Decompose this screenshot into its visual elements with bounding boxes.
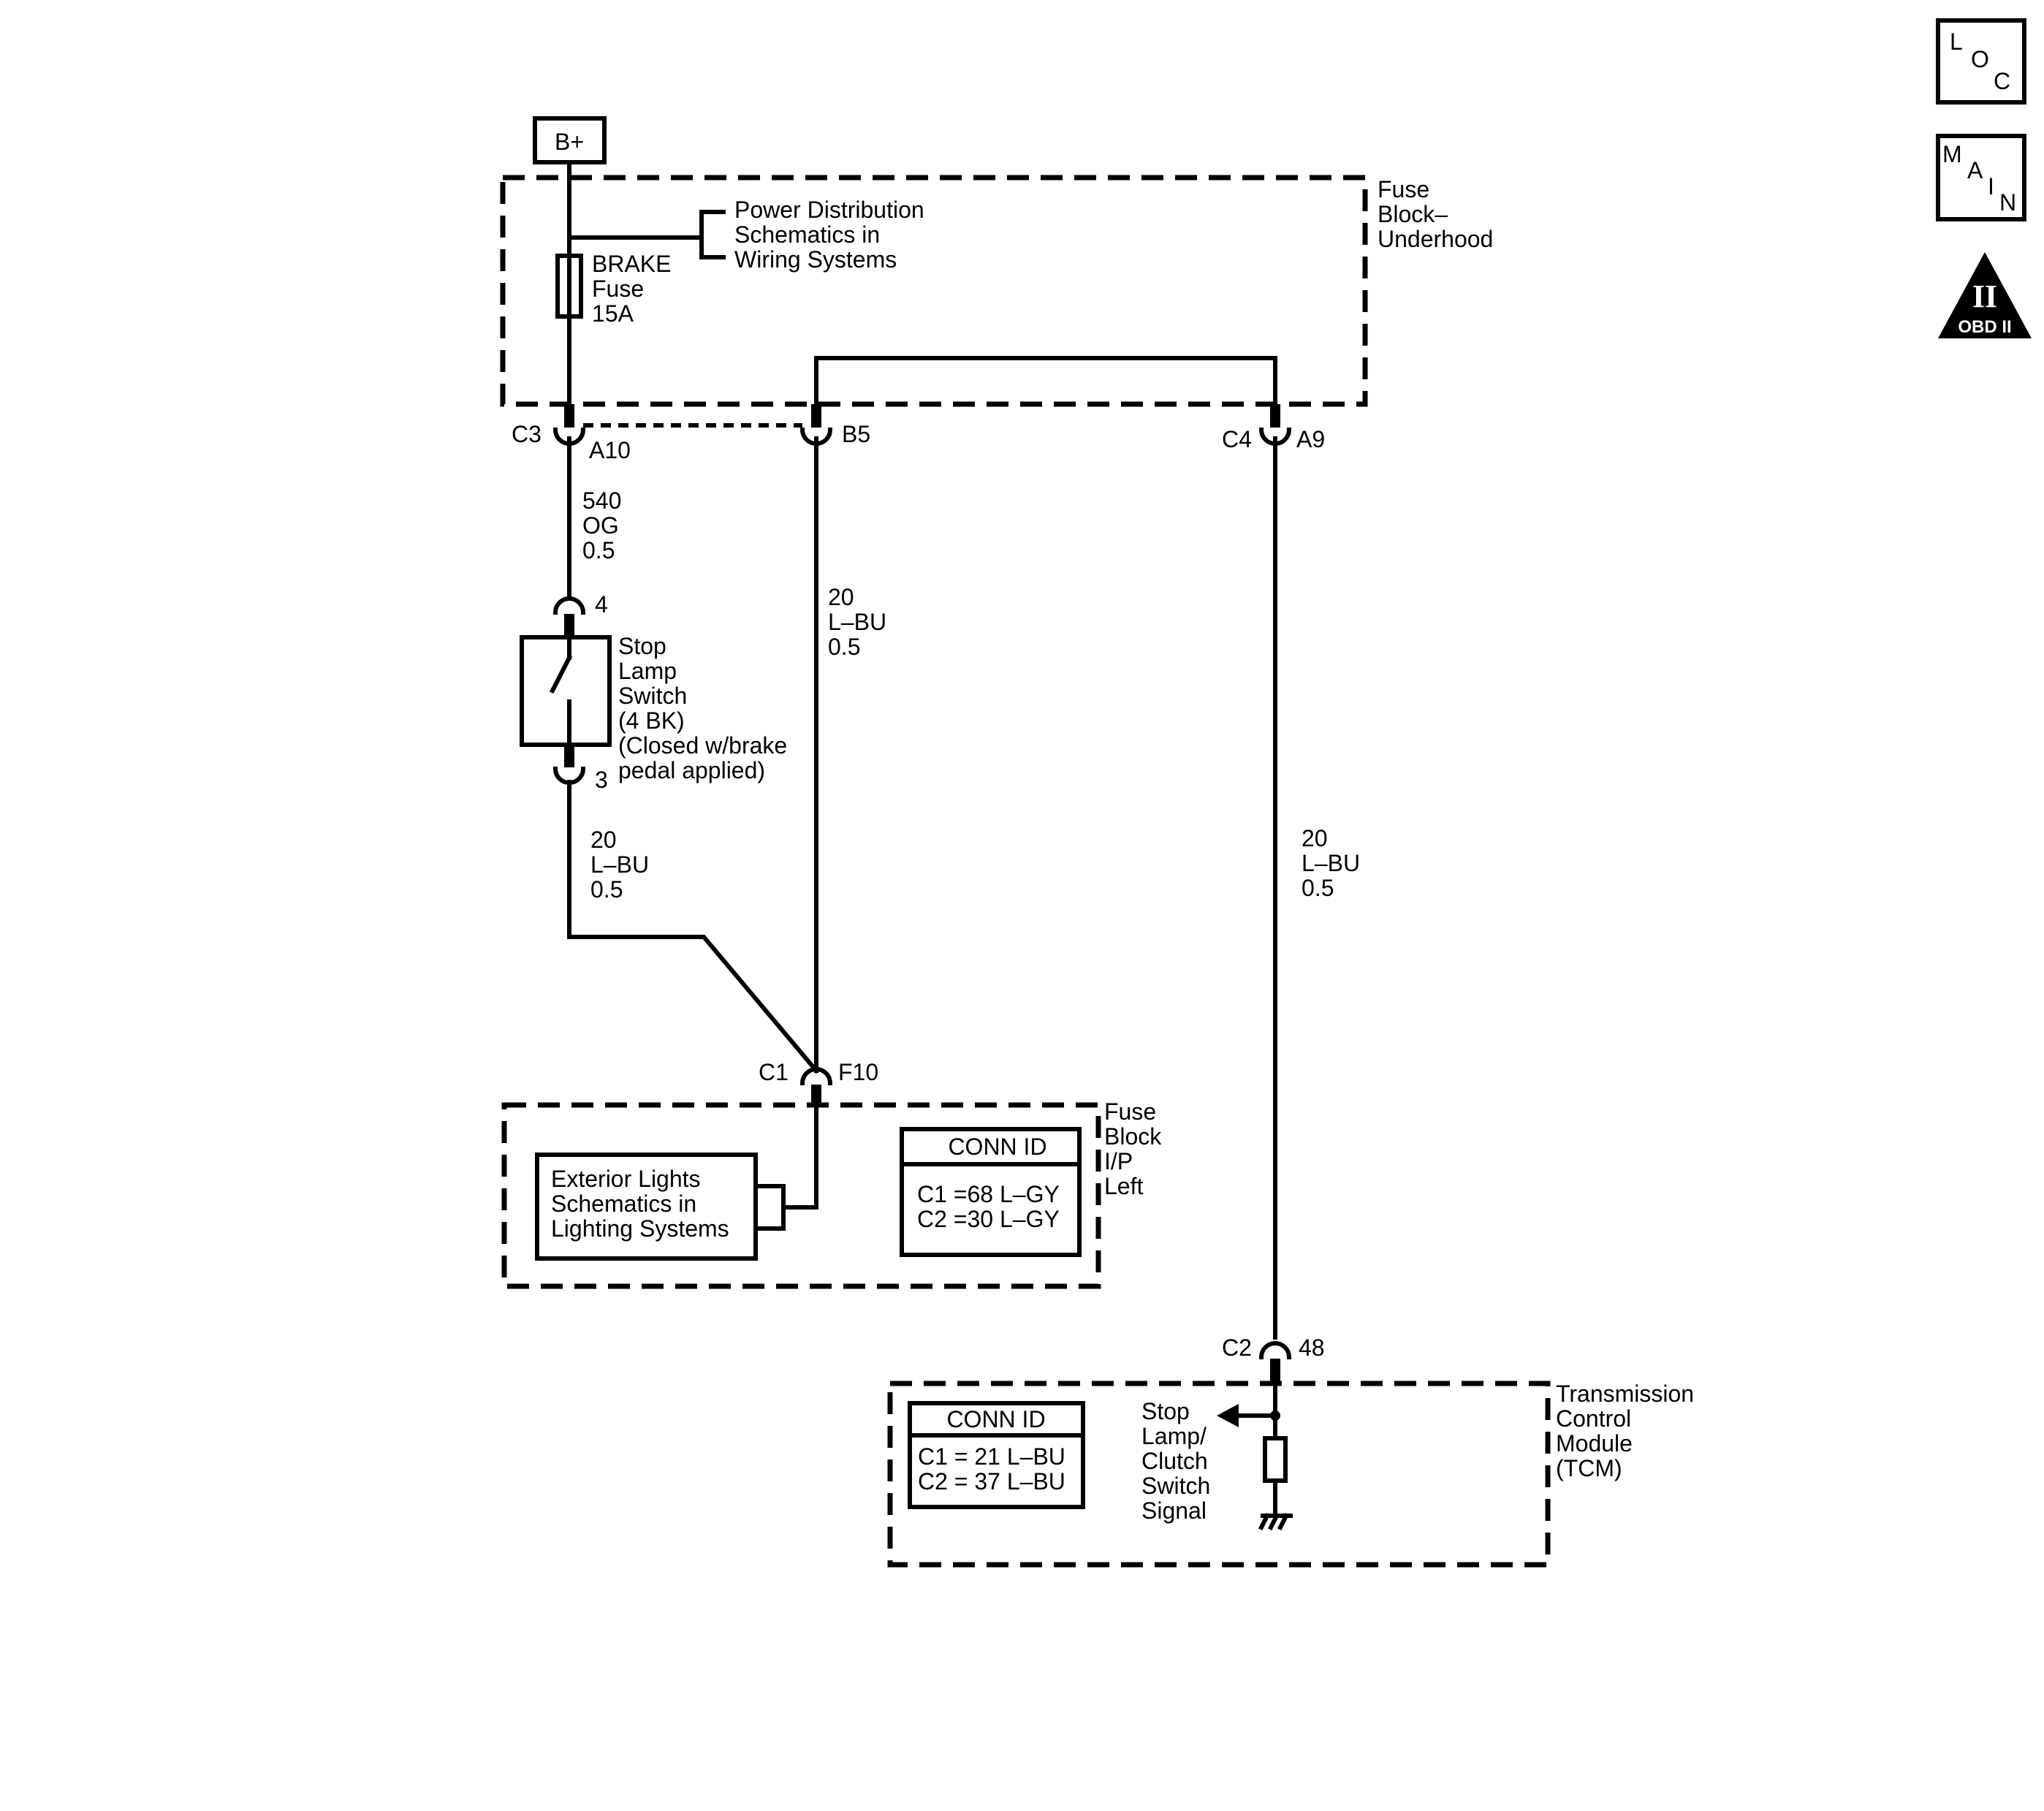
power-dist-ref-3: Wiring Systems — [734, 246, 897, 273]
fuse-block-ip-title-4: Left — [1104, 1173, 1143, 1199]
tcm-title-2: Control — [1556, 1405, 1631, 1432]
wire-20-b5-2: L–BU — [828, 609, 886, 635]
pin-a10: A10 — [589, 437, 631, 463]
fuse-block-underhood-title-1: Fuse — [1378, 176, 1429, 202]
stop-lamp-switch-label-6: pedal applied) — [618, 757, 765, 783]
svg-text:OBD II: OBD II — [1958, 317, 2011, 337]
wire-20-b5-1: 20 — [828, 584, 854, 610]
brake-fuse-label-2: Fuse — [592, 276, 644, 302]
tcm-title-1: Transmission — [1556, 1381, 1694, 1407]
tcm-signal-label-2: Lamp/ — [1141, 1423, 1207, 1449]
conn-c3: C3 — [512, 421, 542, 447]
fuse-block-underhood-title-3: Underhood — [1378, 226, 1493, 252]
exterior-lights-ref-2: Schematics in — [551, 1191, 696, 1217]
ip-conn-id-line-2: C2 =30 L–GY — [917, 1206, 1060, 1232]
stop-lamp-switch-contact — [549, 654, 573, 694]
ip-conn-id-header: CONN ID — [948, 1134, 1046, 1160]
pin-b5: B5 — [842, 421, 870, 447]
signal-arrow-icon — [1217, 1404, 1239, 1427]
tcm-resistor — [1263, 1436, 1288, 1483]
fuse-block-underhood-title-2: Block– — [1378, 201, 1448, 227]
power-dist-ref-2: Schematics in — [734, 221, 880, 248]
exterior-lights-ref-1: Exterior Lights — [551, 1166, 701, 1192]
svg-text:N: N — [1999, 189, 2016, 216]
tcm-outline — [887, 1381, 1551, 1568]
svg-text:O: O — [1971, 46, 1989, 72]
pin-48: 48 — [1299, 1334, 1325, 1361]
exterior-lights-ref-3: Lighting Systems — [551, 1215, 729, 1242]
stop-lamp-switch-box — [520, 635, 612, 747]
tcm-conn-id-header: CONN ID — [946, 1406, 1045, 1432]
svg-text:I: I — [1988, 173, 1994, 200]
tcm-title-4: (TCM) — [1556, 1455, 1622, 1481]
svg-text:L: L — [1950, 29, 1963, 55]
wire-540-1: 540 — [582, 487, 621, 514]
tcm-signal-label-3: Clutch — [1141, 1448, 1208, 1474]
ground-icon — [1258, 1512, 1293, 1531]
pin-4: 4 — [595, 591, 608, 618]
tcm-conn-id-line-2: C2 = 37 L–BU — [918, 1468, 1065, 1495]
stop-lamp-switch-label-1: Stop — [618, 633, 666, 659]
fuse-block-ip-title-1: Fuse — [1104, 1098, 1156, 1125]
pin-a9: A9 — [1296, 426, 1325, 452]
svg-text:C: C — [1994, 68, 2010, 94]
pin-f10: F10 — [838, 1059, 878, 1085]
main-icon[interactable]: M A I N — [1936, 134, 2026, 221]
stop-lamp-switch-label-5: (Closed w/brake — [618, 732, 787, 759]
stop-lamp-switch-label-3: Switch — [618, 683, 687, 709]
brake-fuse-label-1: BRAKE — [592, 251, 671, 277]
fuse-block-underhood-outline — [500, 175, 1368, 407]
tcm-conn-id-line-1: C1 = 21 L–BU — [918, 1443, 1065, 1470]
pin-3: 3 — [595, 767, 608, 793]
exterior-lights-ref-box — [535, 1153, 758, 1261]
wire-20-a9-2: L–BU — [1302, 850, 1360, 876]
conn-c1: C1 — [759, 1059, 789, 1085]
stop-lamp-switch-label-2: Lamp — [618, 658, 677, 684]
wire-20-switch-3: 0.5 — [590, 876, 623, 903]
conn-c2: C2 — [1222, 1334, 1252, 1361]
obd-ii-icon[interactable]: II OBD II — [1938, 252, 2032, 338]
wire-20-b5-3: 0.5 — [828, 634, 860, 660]
svg-text:A: A — [1967, 157, 1983, 183]
fuse-block-ip-title-3: I/P — [1104, 1148, 1133, 1174]
tcm-signal-label-1: Stop — [1141, 1398, 1190, 1424]
tcm-signal-label-4: Switch — [1141, 1473, 1210, 1499]
wire-20-a9-3: 0.5 — [1302, 875, 1334, 901]
tcm-title-3: Module — [1556, 1430, 1633, 1457]
conn-c4: C4 — [1222, 426, 1252, 452]
brake-fuse-label-3: 15A — [592, 300, 634, 327]
svg-text:II: II — [1972, 278, 1997, 314]
fuse-block-ip-outline — [501, 1102, 1101, 1289]
wire-540-2: OG — [582, 512, 619, 539]
svg-text:M: M — [1942, 141, 1962, 167]
ip-conn-id-box — [900, 1127, 1082, 1257]
tcm-conn-id-box — [908, 1401, 1085, 1509]
ip-conn-id-line-1: C1 =68 L–GY — [917, 1181, 1060, 1207]
stop-lamp-switch-label-4: (4 BK) — [618, 707, 685, 734]
fuse-block-ip-title-2: Block — [1104, 1123, 1162, 1150]
wire-20-a9-1: 20 — [1302, 825, 1328, 851]
loc-icon[interactable]: L O C — [1936, 18, 2026, 105]
b-plus-label: B+ — [555, 129, 584, 155]
tcm-signal-label-5: Signal — [1141, 1497, 1207, 1524]
wire-20-switch-2: L–BU — [590, 851, 649, 878]
power-dist-ref-1: Power Distribution — [734, 197, 924, 223]
wire-20-switch-1: 20 — [590, 827, 617, 853]
wire-540-3: 0.5 — [582, 537, 615, 563]
